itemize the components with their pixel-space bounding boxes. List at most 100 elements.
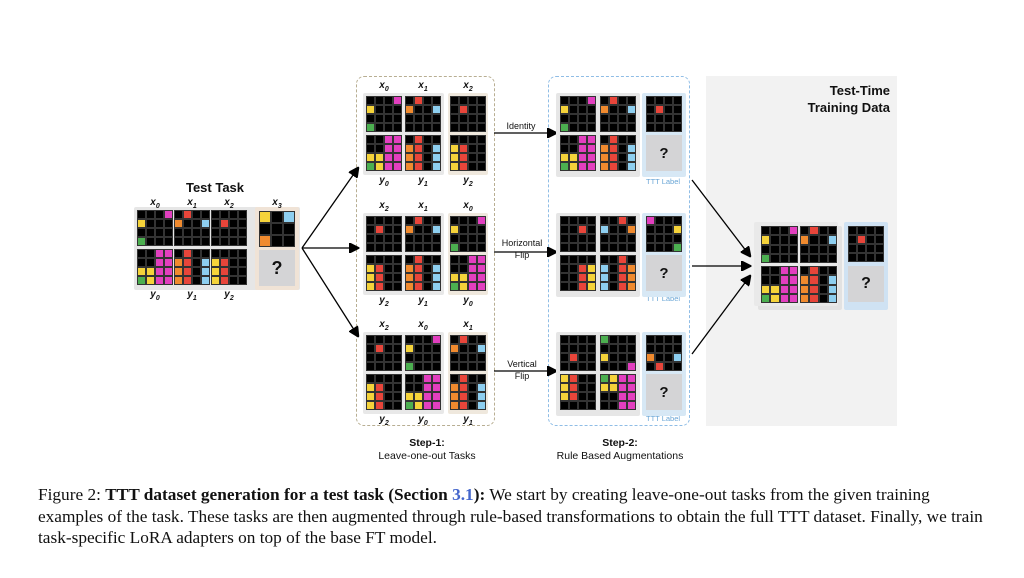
grid-cell xyxy=(229,237,238,246)
grid-cell xyxy=(779,284,789,294)
grid-cell xyxy=(423,255,432,264)
grid-cell xyxy=(761,253,771,263)
grid-cell xyxy=(155,210,164,219)
grid-cell xyxy=(618,162,627,171)
grid-cell xyxy=(366,96,375,105)
grid-cell xyxy=(655,335,664,344)
arrow-label-horizontal-text: Horizontal xyxy=(501,238,543,248)
grid-cell xyxy=(673,123,682,132)
grid-cell xyxy=(779,253,789,263)
grid-cell xyxy=(183,219,192,228)
grid-cell xyxy=(375,282,384,291)
grid-cell xyxy=(587,362,596,371)
grid-cell xyxy=(393,255,402,264)
grid-cell xyxy=(366,374,375,383)
grid-cell xyxy=(477,96,486,105)
grid-cell xyxy=(146,219,155,228)
grid-cell xyxy=(238,267,247,276)
grid-cell xyxy=(609,105,618,114)
grid-cell xyxy=(405,392,414,401)
grid-cell xyxy=(627,374,636,383)
grid-cell xyxy=(664,362,673,371)
grid-cell xyxy=(857,244,866,253)
grid-cell xyxy=(477,383,486,392)
grid-cell xyxy=(384,383,393,392)
grid-cell xyxy=(646,105,655,114)
grid-cell xyxy=(600,216,609,225)
grid-cell xyxy=(405,114,414,123)
step2-row1-output-1 xyxy=(600,255,636,291)
step1-row0-output-0 xyxy=(366,135,402,171)
step2-row0-output-0 xyxy=(560,135,596,171)
grid-cell xyxy=(432,216,441,225)
grid-cell xyxy=(375,255,384,264)
grid-cell xyxy=(827,244,837,254)
grid-cell xyxy=(229,276,238,285)
grid-cell xyxy=(618,255,627,264)
step1-subtitle: Leave-one-out Tasks xyxy=(378,450,476,462)
grid-cell xyxy=(468,153,477,162)
grid-cell xyxy=(569,374,578,383)
grid-cell xyxy=(761,293,771,303)
grid-cell xyxy=(375,162,384,171)
grid-cell xyxy=(673,114,682,123)
grid-cell xyxy=(384,114,393,123)
caption-bold-close: ): xyxy=(473,485,486,504)
grid-cell xyxy=(477,255,486,264)
caption-body: We start by creating leave-one-out tasks… xyxy=(38,485,983,547)
grid-cell xyxy=(664,353,673,362)
grid-cell xyxy=(459,96,468,105)
grid-cell xyxy=(627,362,636,371)
step1-row1-label-bottom-0: y2 xyxy=(379,295,389,308)
grid-cell xyxy=(477,225,486,234)
grid-cell xyxy=(384,243,393,252)
caption-section-link[interactable]: 3.1 xyxy=(452,485,474,504)
grid-cell xyxy=(609,216,618,225)
grid-cell xyxy=(770,275,780,285)
grid-cell xyxy=(271,223,283,235)
grid-cell xyxy=(770,226,780,236)
grid-cell xyxy=(627,96,636,105)
grid-cell xyxy=(211,258,220,267)
grid-cell xyxy=(137,228,146,237)
grid-cell xyxy=(459,153,468,162)
step2-row1-output-0 xyxy=(560,255,596,291)
step1-row1-output-0 xyxy=(366,255,402,291)
grid-cell xyxy=(627,353,636,362)
grid-cell xyxy=(229,228,238,237)
grid-cell xyxy=(618,225,627,234)
grid-cell xyxy=(366,135,375,144)
grid-cell xyxy=(164,237,173,246)
grid-cell xyxy=(432,353,441,362)
grid-cell xyxy=(459,273,468,282)
grid-cell xyxy=(609,162,618,171)
grid-cell xyxy=(405,335,414,344)
grid-cell xyxy=(423,162,432,171)
grid-cell xyxy=(569,135,578,144)
grid-cell xyxy=(174,258,183,267)
grid-cell xyxy=(569,264,578,273)
grid-cell xyxy=(468,96,477,105)
grid-cell xyxy=(155,237,164,246)
grid-cell xyxy=(366,255,375,264)
grid-cell xyxy=(393,135,402,144)
grid-cell xyxy=(600,335,609,344)
grid-cell xyxy=(423,243,432,252)
grid-cell xyxy=(468,362,477,371)
grid-cell xyxy=(569,273,578,282)
grid-cell xyxy=(609,135,618,144)
grid-cell xyxy=(450,162,459,171)
grid-cell xyxy=(183,237,192,246)
grid-cell xyxy=(770,266,780,276)
grid-cell xyxy=(393,401,402,410)
grid-cell xyxy=(366,401,375,410)
step1-row0-label-bottom-1: y1 xyxy=(418,175,428,188)
grid-cell xyxy=(393,282,402,291)
grid-cell xyxy=(192,228,201,237)
step1-row0-input-0 xyxy=(366,96,402,132)
grid-cell xyxy=(459,123,468,132)
grid-cell xyxy=(220,276,229,285)
grid-cell xyxy=(375,264,384,273)
grid-cell xyxy=(618,105,627,114)
grid-cell xyxy=(560,105,569,114)
